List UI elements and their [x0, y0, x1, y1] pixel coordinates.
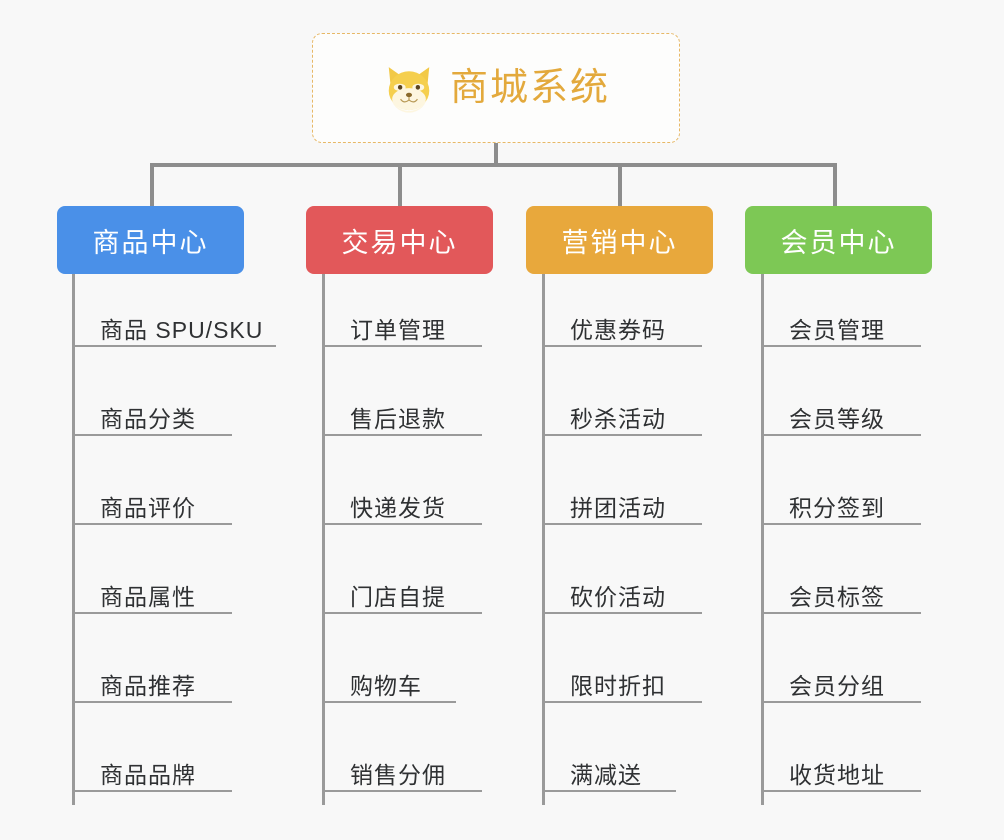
leaf-label: 秒杀活动 [570, 405, 666, 432]
leaf-label: 商品评价 [100, 494, 196, 521]
leaf-item-1-3[interactable]: 商品评价 [72, 483, 232, 525]
leaf-item-4-5[interactable]: 会员分组 [761, 661, 921, 703]
leaf-label: 优惠券码 [570, 316, 666, 343]
leaf-item-3-6[interactable]: 满减送 [542, 750, 676, 792]
leaf-label: 满减送 [570, 761, 642, 788]
leaf-label: 售后退款 [350, 405, 446, 432]
root-title: 商城系统 [449, 67, 610, 109]
shiba-dog-emoji [382, 62, 436, 116]
leaf-item-4-6[interactable]: 收货地址 [761, 750, 921, 792]
category-header-1-label: 商品中心 [92, 227, 209, 258]
leaf-label: 会员等级 [789, 405, 885, 432]
leaf-label: 订单管理 [350, 316, 446, 343]
column-spine-4 [761, 274, 764, 805]
leaf-label: 限时折扣 [570, 672, 666, 699]
leaf-label: 快递发货 [350, 494, 446, 521]
category-header-3[interactable]: 营销中心 [526, 206, 713, 274]
leaf-label: 门店自提 [350, 583, 446, 610]
leaf-label: 销售分佣 [350, 761, 446, 788]
root-node[interactable]: 商城系统 [312, 33, 680, 143]
leaf-label: 收货地址 [789, 761, 885, 788]
leaf-label: 商品 SPU/SKU [100, 316, 264, 343]
leaf-item-1-6[interactable]: 商品品牌 [72, 750, 232, 792]
leaf-label: 砍价活动 [570, 583, 666, 610]
leaf-item-4-1[interactable]: 会员管理 [761, 305, 921, 347]
connector-horizontal-bus [150, 163, 836, 167]
category-header-3-label: 营销中心 [561, 227, 678, 258]
connector-drop-3 [618, 163, 622, 206]
category-header-1[interactable]: 商品中心 [57, 206, 244, 274]
leaf-label: 商品品牌 [100, 761, 196, 788]
column-spine-3 [542, 274, 545, 805]
leaf-item-1-4[interactable]: 商品属性 [72, 572, 232, 614]
column-spine-1 [72, 274, 75, 805]
leaf-label: 商品推荐 [100, 672, 196, 699]
category-header-2[interactable]: 交易中心 [306, 206, 493, 274]
leaf-item-1-5[interactable]: 商品推荐 [72, 661, 232, 703]
leaf-label: 会员标签 [789, 583, 885, 610]
leaf-label: 会员分组 [789, 672, 885, 699]
leaf-item-3-4[interactable]: 砍价活动 [542, 572, 702, 614]
category-header-4-label: 会员中心 [780, 227, 897, 258]
leaf-label: 购物车 [350, 672, 422, 699]
leaf-item-2-1[interactable]: 订单管理 [322, 305, 482, 347]
connector-root-stem [494, 143, 498, 165]
leaf-item-2-5[interactable]: 购物车 [322, 661, 456, 703]
leaf-item-3-2[interactable]: 秒杀活动 [542, 394, 702, 436]
leaf-item-2-6[interactable]: 销售分佣 [322, 750, 482, 792]
leaf-label: 拼团活动 [570, 494, 666, 521]
connector-drop-4 [833, 163, 837, 206]
leaf-item-3-5[interactable]: 限时折扣 [542, 661, 702, 703]
category-header-2-label: 交易中心 [341, 227, 458, 258]
leaf-item-1-1[interactable]: 商品 SPU/SKU [72, 305, 276, 347]
column-spine-2 [322, 274, 325, 805]
connector-drop-2 [398, 163, 402, 206]
leaf-item-2-4[interactable]: 门店自提 [322, 572, 482, 614]
connector-drop-1 [150, 163, 154, 206]
leaf-item-4-4[interactable]: 会员标签 [761, 572, 921, 614]
leaf-label: 商品属性 [100, 583, 196, 610]
leaf-item-3-3[interactable]: 拼团活动 [542, 483, 702, 525]
leaf-item-3-1[interactable]: 优惠券码 [542, 305, 702, 347]
leaf-label: 会员管理 [789, 316, 885, 343]
category-header-4[interactable]: 会员中心 [745, 206, 932, 274]
leaf-item-4-2[interactable]: 会员等级 [761, 394, 921, 436]
leaf-label: 商品分类 [100, 405, 196, 432]
leaf-item-1-2[interactable]: 商品分类 [72, 394, 232, 436]
leaf-item-2-3[interactable]: 快递发货 [322, 483, 482, 525]
leaf-label: 积分签到 [789, 494, 885, 521]
leaf-item-4-3[interactable]: 积分签到 [761, 483, 921, 525]
leaf-item-2-2[interactable]: 售后退款 [322, 394, 482, 436]
